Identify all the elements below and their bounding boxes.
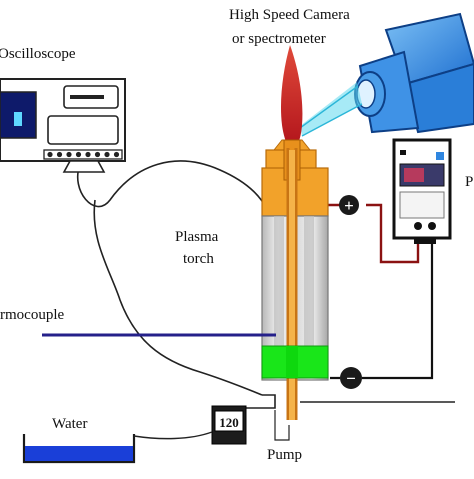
water-tank-walls — [22, 434, 136, 464]
power-supply-knob-right — [428, 222, 436, 230]
power-supply-knob-left — [414, 222, 422, 230]
negative-terminal: − — [340, 367, 362, 389]
power-supply-label: P — [465, 174, 473, 190]
plasma-flame — [280, 45, 303, 152]
power-supply-led-2 — [436, 152, 444, 160]
oscilloscope-label: Oscilloscope — [0, 46, 76, 62]
camera-beam-edge-top — [299, 85, 359, 129]
camera-beam — [300, 82, 362, 136]
pump-icon: 120 — [211, 405, 247, 445]
oscilloscope-slot — [70, 95, 104, 99]
negative-terminal-dot — [340, 367, 362, 389]
negative-wire — [330, 240, 434, 380]
oscilloscope-stand — [62, 160, 106, 173]
torch-inner-tube-left — [274, 216, 284, 346]
plasma-torch-icon — [261, 45, 329, 420]
oscilloscope-knob — [66, 151, 72, 158]
power-supply-icon — [392, 138, 452, 244]
oscilloscope-knob — [104, 151, 110, 158]
pump-return-wire — [238, 394, 276, 409]
oscilloscope-knob-strip — [43, 149, 123, 160]
oscilloscope-knob — [56, 151, 63, 158]
pump-display — [214, 410, 244, 432]
water-intake-hose — [133, 431, 213, 440]
camera-beam-edge-bottom — [301, 103, 363, 137]
water-tank-icon — [22, 431, 213, 464]
negative-symbol: − — [346, 369, 356, 388]
torch-inner-tube-right — [304, 216, 314, 346]
power-supply-led-1 — [400, 150, 406, 155]
oscilloscope-knob — [85, 151, 91, 158]
power-supply-readout — [404, 168, 424, 182]
positive-terminal-dot — [339, 195, 359, 215]
pump-display-value: 120 — [219, 415, 239, 430]
oscilloscope — [0, 78, 126, 173]
power-supply-base — [414, 238, 436, 244]
oscilloscope-knob — [94, 151, 101, 158]
oscilloscope-knobs — [47, 151, 120, 158]
water-hose — [274, 410, 290, 441]
camera-label-line1: High Speed Camera — [229, 7, 350, 23]
oscilloscope-probe-wire — [93, 199, 263, 396]
oscilloscope-panel-mid — [47, 115, 119, 145]
positive-terminal: + — [339, 195, 359, 215]
pump-label: Pump — [267, 447, 302, 463]
oscilloscope-trace — [14, 112, 22, 126]
plasma-torch-label-line1: Plasma — [175, 229, 219, 245]
water-label: Water — [52, 416, 87, 432]
water-fill — [25, 446, 133, 461]
oscilloscope-knob — [47, 151, 53, 158]
oscilloscope-knob — [75, 151, 82, 158]
positive-symbol: + — [344, 196, 354, 215]
torch-electrode-core — [289, 150, 295, 420]
power-supply-panel — [399, 191, 445, 219]
camera-icon — [354, 12, 474, 134]
camera-label-line2: or spectrometer — [232, 31, 326, 47]
oscilloscope-knob — [113, 151, 120, 158]
oscilloscope-signal-wire — [77, 160, 269, 211]
thermocouple-label: rmocouple — [0, 307, 64, 323]
plasma-core — [286, 346, 298, 378]
plasma-torch-label-line2: torch — [183, 251, 214, 267]
